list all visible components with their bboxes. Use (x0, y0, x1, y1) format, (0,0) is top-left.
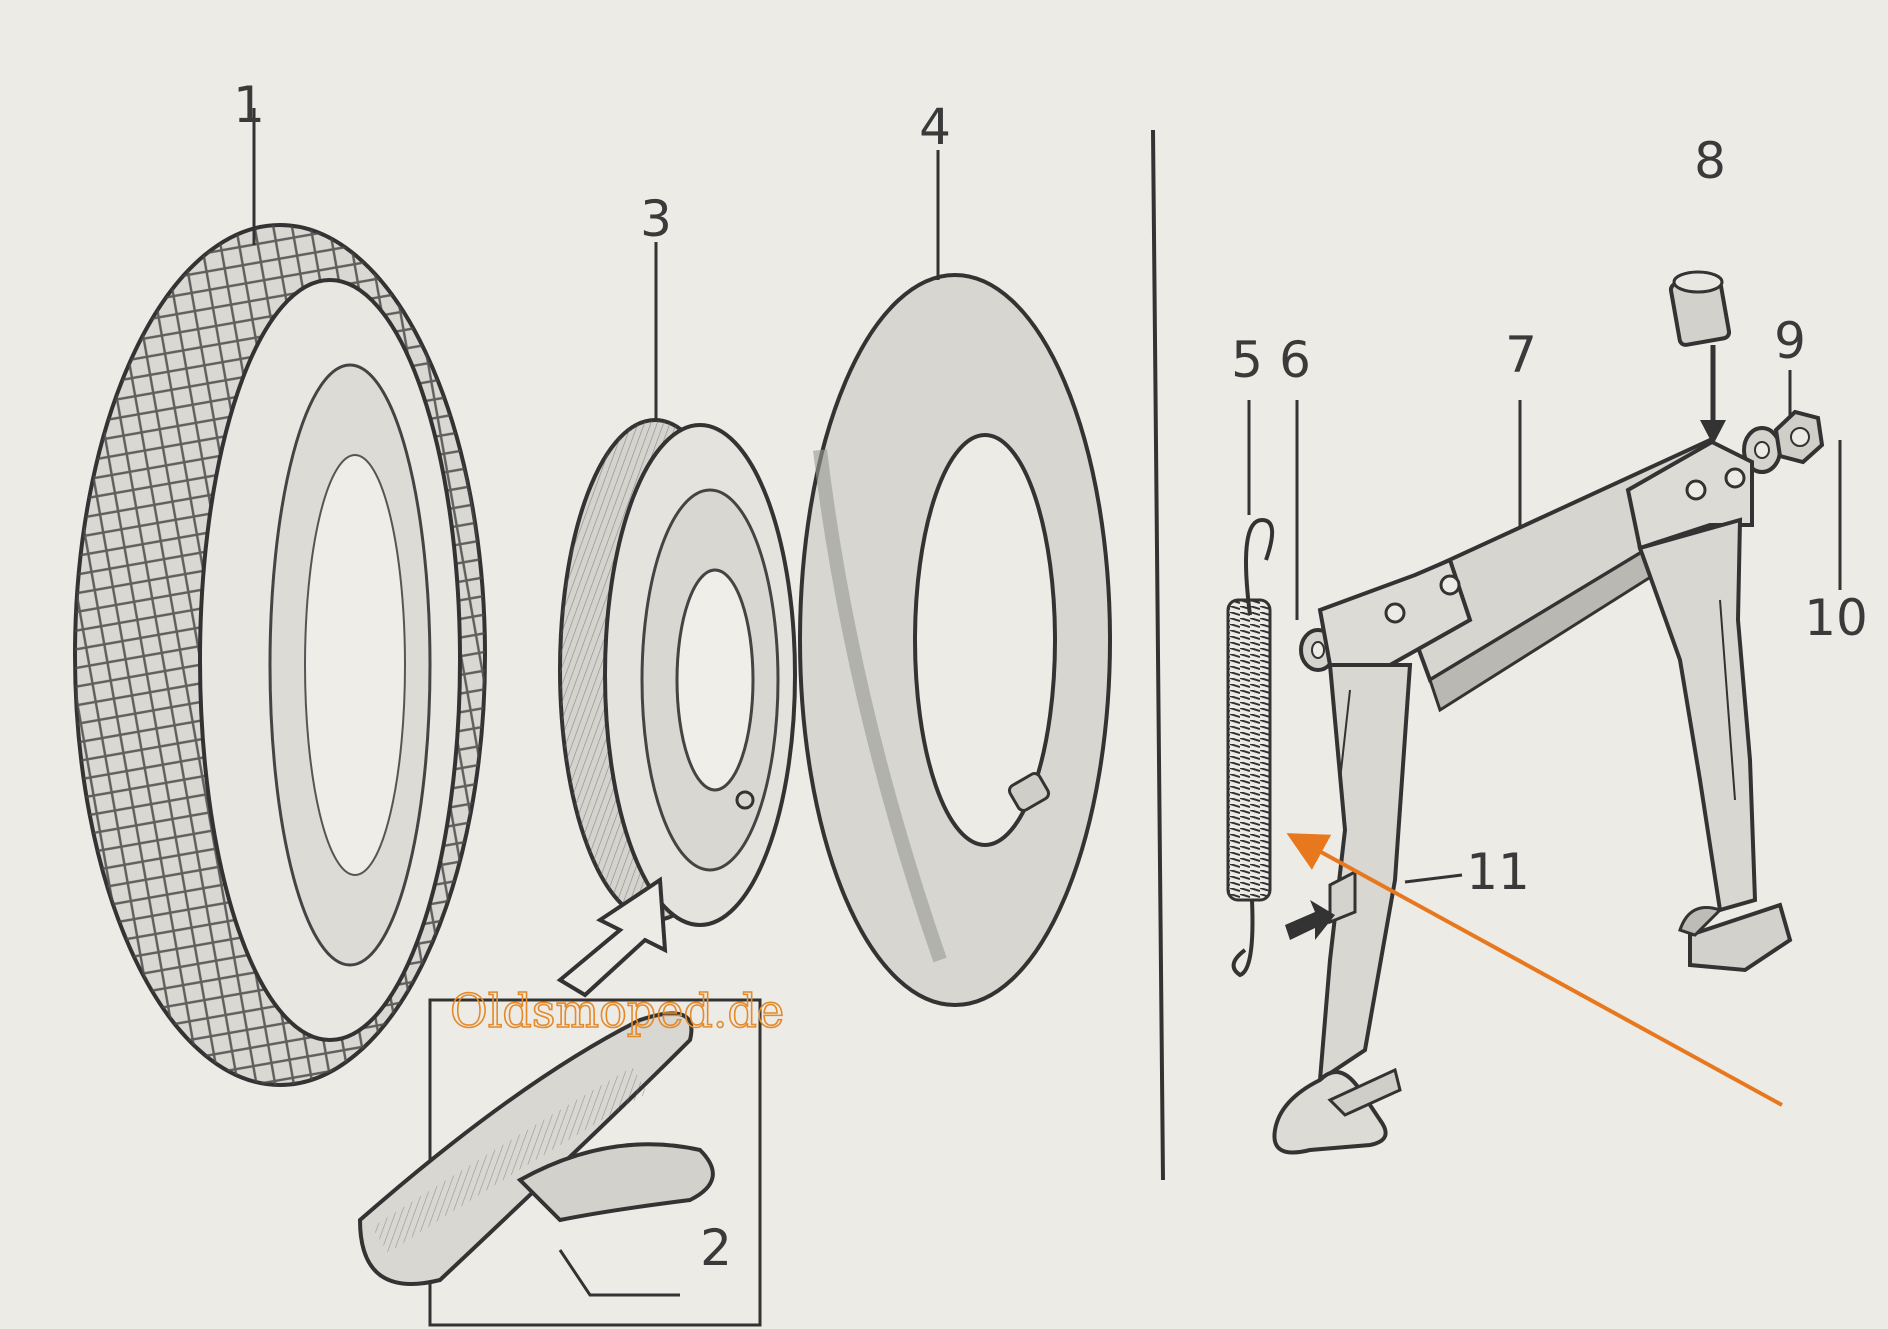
label-part-2: 2 (700, 1219, 732, 1277)
rim-drawing (558, 242, 797, 927)
leader-line-11 (1404, 873, 1463, 884)
assembly-arrow (556, 876, 668, 998)
watermark-text: Oldsmoped.de (450, 984, 784, 1038)
label-part-8: 8 (1694, 132, 1726, 190)
divider-line (1151, 129, 1165, 1181)
label-part-7: 7 (1505, 326, 1537, 384)
annotation-arrow (1286, 833, 1783, 1107)
label-part-10: 10 (1804, 589, 1868, 647)
rim-tape-inset (357, 876, 762, 1327)
label-part-4: 4 (919, 98, 951, 156)
centre-stand-drawing (1272, 437, 1793, 1155)
label-part-11: 11 (1466, 843, 1530, 901)
tyre-drawing (73, 108, 487, 1087)
label-part-3: 3 (640, 190, 672, 248)
nut-drawing (1773, 409, 1842, 590)
label-part-1: 1 (233, 76, 265, 134)
leader-line-2 (558, 1249, 680, 1297)
sleeve-drawing (1668, 270, 1732, 445)
label-part-5: 5 (1231, 331, 1263, 389)
spring-drawing (1226, 400, 1274, 978)
label-part-9: 9 (1774, 312, 1806, 370)
inner-tube-drawing (798, 150, 1112, 1007)
label-part-6: 6 (1279, 331, 1311, 389)
